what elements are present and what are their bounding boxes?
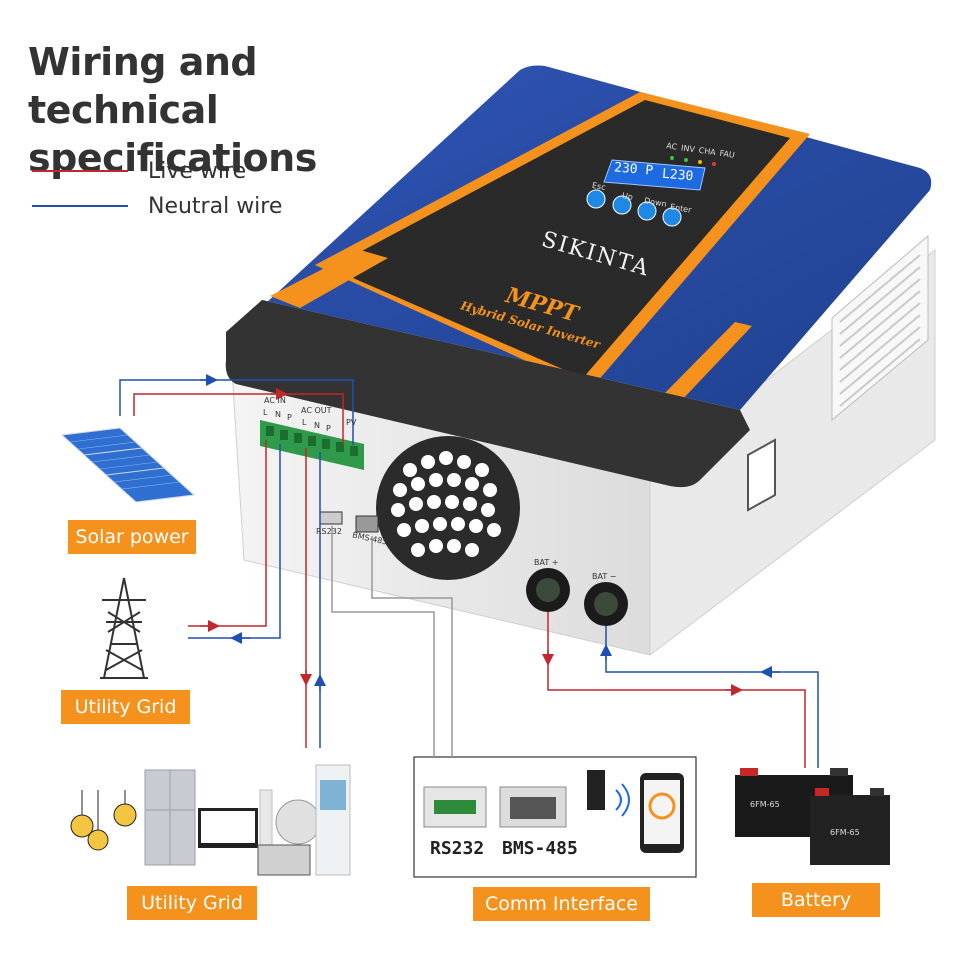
- battery-1-label: 6FM-65: [750, 800, 780, 809]
- legend-neutral-label: Neutral wire: [148, 193, 283, 219]
- legend-live-label: Live wire: [148, 158, 247, 184]
- side-vent: [831, 234, 929, 422]
- comm-bms485-label: BMS-485: [502, 838, 578, 859]
- battery-2-label: 6FM-65: [830, 828, 860, 837]
- indicator-ac: AC: [665, 141, 678, 152]
- side-switch: [747, 438, 776, 512]
- inverter: [225, 65, 936, 657]
- lcd-right-readout: L230: [661, 166, 694, 185]
- appliances: [70, 764, 351, 876]
- inverter-front-bezel: [225, 300, 750, 488]
- pv-label: PV: [346, 418, 357, 427]
- battery-icons: [735, 768, 890, 865]
- fan-grille-holes: [391, 451, 501, 557]
- title-line-2: specifications: [28, 136, 317, 180]
- battery-tag: Battery: [752, 883, 880, 917]
- bms-port: [355, 515, 379, 533]
- ac-out-label: AC OUT: [301, 406, 332, 415]
- ac-out-l-label: L: [302, 418, 307, 427]
- ac-in-p-label: P: [287, 413, 292, 422]
- enter-button[interactable]: [662, 207, 682, 227]
- utility-grid-tag: Utility Grid: [61, 690, 190, 724]
- indicator-inv: INV: [680, 143, 696, 155]
- microwave-icon: [257, 844, 311, 876]
- comm-rs232-label: RS232: [430, 838, 485, 859]
- loads-tag: Utility Grid: [127, 886, 257, 920]
- indicator-fau: FAU: [719, 148, 736, 160]
- key-up-label: Up: [621, 191, 634, 202]
- ac-out-p-label: P: [326, 424, 331, 433]
- live-wire-swatch: [32, 170, 128, 172]
- solar-power-tag: Solar power: [68, 520, 196, 554]
- bat-plus-label: BAT +: [534, 558, 559, 567]
- ac-in-l-label: L: [263, 408, 268, 417]
- lcd-screen: [603, 159, 706, 191]
- bat-minus-label: BAT −: [592, 572, 617, 581]
- ac-in-n-label: N: [275, 410, 281, 419]
- wifi-dongle-icon: [587, 770, 605, 810]
- neutral-wire-swatch: [32, 205, 128, 207]
- wifi-signal-icon: [615, 783, 630, 817]
- wires: [119, 374, 819, 768]
- down-button[interactable]: [637, 201, 657, 221]
- rs232-port: [319, 511, 343, 525]
- title-line-1: Wiring and technical: [28, 40, 258, 132]
- ac-in-label: AC IN: [264, 396, 286, 405]
- ac-out-n-label: N: [314, 421, 320, 430]
- up-button[interactable]: [612, 195, 632, 215]
- comm-interface-tag: Comm Interface: [473, 887, 650, 921]
- pylon-icon: [100, 577, 148, 679]
- esc-button[interactable]: [586, 189, 606, 209]
- fan-icon: [275, 799, 321, 845]
- legend-live: Live wire: [32, 156, 246, 186]
- page-title: Wiring and technical specifications: [28, 38, 448, 182]
- solar-panels: [60, 427, 196, 503]
- legend-neutral: Neutral wire: [32, 191, 282, 221]
- rs232-port-label: RS232: [316, 527, 342, 536]
